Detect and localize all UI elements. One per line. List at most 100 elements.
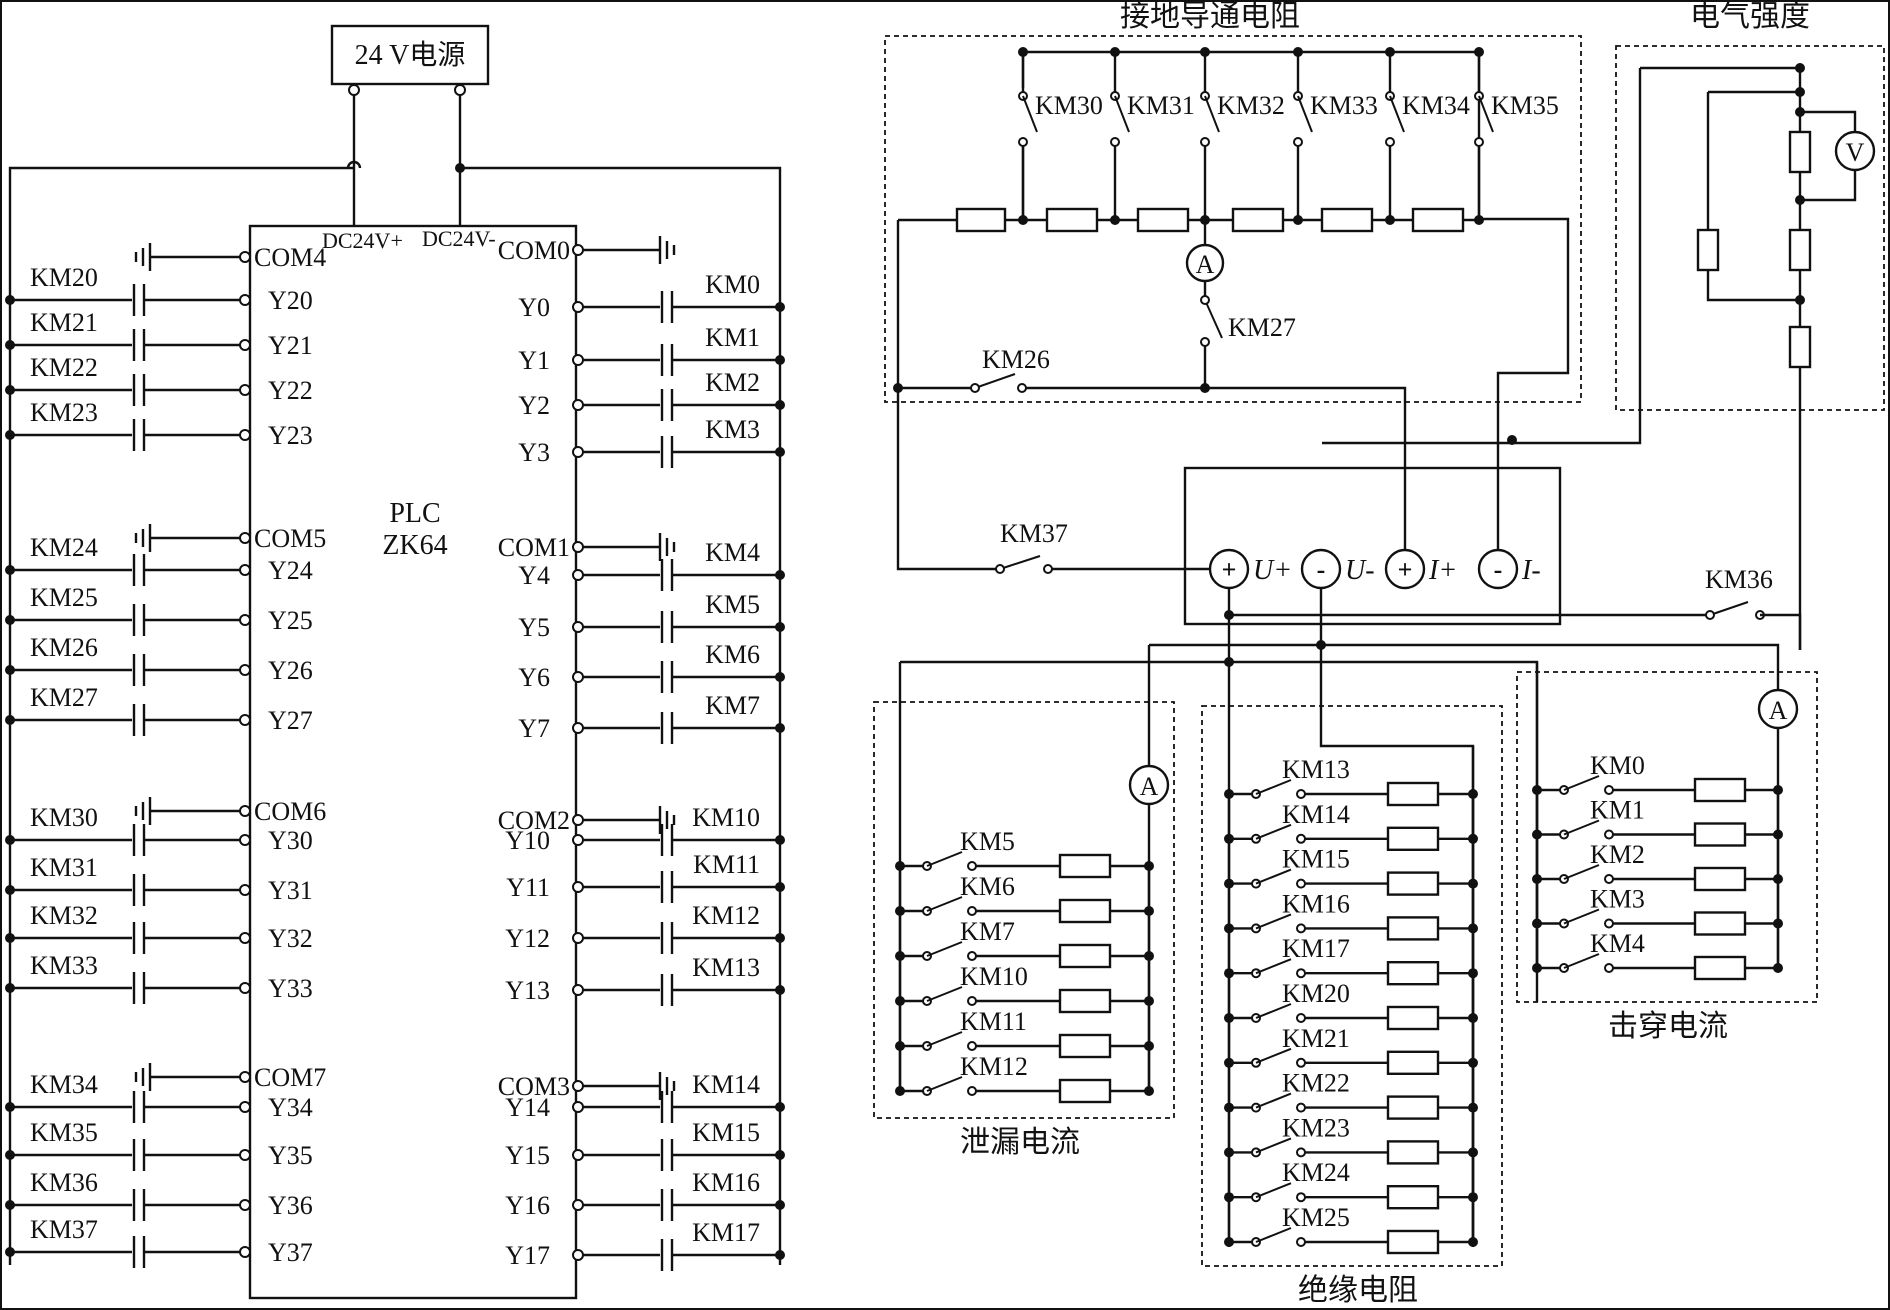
resistor <box>1386 1005 1440 1031</box>
relay-label-km20: KM20 <box>30 263 98 292</box>
terminal-label: I+ <box>1428 555 1457 586</box>
switch-label-km32: KM32 <box>1217 91 1285 120</box>
branch-km7: KM7 <box>895 917 1154 969</box>
branch-km16: KM16 <box>1224 889 1478 941</box>
ground-icon <box>658 806 676 834</box>
relay-label-km36: KM36 <box>30 1168 98 1197</box>
switch-label-km31: KM31 <box>1127 91 1195 120</box>
branch-km13: KM13 <box>1224 755 1478 807</box>
com-label-com6: COM6 <box>254 797 326 826</box>
dielectric-resistor-1 <box>1788 130 1812 174</box>
resistor <box>1386 826 1440 851</box>
relay-label-km6: KM6 <box>705 640 760 669</box>
km37-label: KM37 <box>1000 519 1068 548</box>
km26-label: KM26 <box>982 345 1050 374</box>
dielectric-resistor-2 <box>1788 228 1812 272</box>
relay-label-km34: KM34 <box>30 1070 98 1099</box>
terminal-label: I- <box>1521 555 1541 586</box>
resistor <box>1386 961 1440 986</box>
branch-km6: KM6 <box>895 872 1154 924</box>
branch-km4: KM4 <box>1532 929 1783 981</box>
ground-icon <box>134 797 152 825</box>
switch-label-km6: KM6 <box>960 872 1015 901</box>
port-label-y31: Y31 <box>268 876 313 905</box>
switch-label-km14: KM14 <box>1282 800 1350 829</box>
port-label-y1: Y1 <box>518 346 550 375</box>
com-label-com3: COM3 <box>498 1072 570 1101</box>
power-supply-label: 24 V电源 <box>355 39 466 71</box>
branch-km23: KM23 <box>1224 1113 1478 1165</box>
terminal-i-: -I- <box>1477 548 1541 590</box>
port-label-y33: Y33 <box>268 974 313 1003</box>
resistor <box>1058 988 1112 1014</box>
switch-label-km33: KM33 <box>1310 91 1378 120</box>
relay-label-km2: KM2 <box>705 368 760 397</box>
relay-label-km15: KM15 <box>692 1118 760 1147</box>
resistor <box>1693 955 1747 981</box>
relay-label-km26: KM26 <box>30 633 98 662</box>
branch-km25: KM25 <box>1224 1203 1478 1255</box>
switch-label-km24: KM24 <box>1282 1158 1350 1187</box>
relay-label-km11: KM11 <box>693 850 760 879</box>
km27-label: KM27 <box>1228 313 1296 342</box>
resistor <box>1693 777 1747 803</box>
relay-label-km1: KM1 <box>705 323 760 352</box>
resistor <box>1386 1140 1440 1165</box>
relay-label-km23: KM23 <box>30 398 98 427</box>
branch-km17: KM17 <box>1224 934 1478 986</box>
supply-bus <box>8 160 782 1265</box>
switch-label-km23: KM23 <box>1282 1113 1350 1142</box>
ground-icon <box>134 1063 152 1091</box>
port-label-y6: Y6 <box>518 663 550 692</box>
port-label-y5: Y5 <box>518 613 550 642</box>
com-label-com4: COM4 <box>254 243 326 272</box>
relay-label-km30: KM30 <box>30 803 98 832</box>
resistor <box>1386 1095 1440 1120</box>
dielectric-resistor-3 <box>1788 325 1812 369</box>
com-label-com5: COM5 <box>254 524 326 553</box>
dielectric-resistor-4 <box>1696 228 1720 272</box>
port-label-y11: Y11 <box>506 873 550 902</box>
resistor <box>1693 911 1747 936</box>
port-label-y23: Y23 <box>268 421 313 450</box>
switch-label-km13: KM13 <box>1282 755 1350 784</box>
branch-km22: KM22 <box>1224 1069 1478 1120</box>
relay-label-km33: KM33 <box>30 951 98 980</box>
port-label-y0: Y0 <box>518 293 550 322</box>
switch-label-km15: KM15 <box>1282 845 1350 874</box>
branch-km21: KM21 <box>1224 1024 1478 1076</box>
resistor <box>1386 1184 1440 1210</box>
terminal-sign: - <box>1494 555 1503 584</box>
switch-label-km5: KM5 <box>960 827 1015 856</box>
com-label-com1: COM1 <box>498 533 570 562</box>
terminal-sign: - <box>1317 555 1326 584</box>
terminal-i-: + I+ <box>1384 548 1457 590</box>
terminal-sign: + <box>1398 555 1413 584</box>
port-label-y16: Y16 <box>505 1191 550 1220</box>
switch-label-km7: KM7 <box>960 917 1015 946</box>
relay-label-km17: KM17 <box>692 1218 760 1247</box>
port-label-y7: Y7 <box>518 714 550 743</box>
branch-km12: KM12 <box>895 1052 1154 1104</box>
ground-icon <box>658 1072 676 1100</box>
leakage-current-title: 泄漏电流 <box>960 1126 1080 1159</box>
breakdown-ammeter-label: A <box>1769 696 1788 725</box>
port-label-y2: Y2 <box>518 391 550 420</box>
switch-label-km25: KM25 <box>1282 1203 1350 1232</box>
relay-label-km37: KM37 <box>30 1215 98 1244</box>
switch-label-km30: KM30 <box>1035 91 1103 120</box>
relay-label-km10: KM10 <box>692 803 760 832</box>
relay-label-km21: KM21 <box>30 308 98 337</box>
branch-km3: KM3 <box>1532 885 1783 936</box>
port-label-y13: Y13 <box>505 976 550 1005</box>
ground-resistor-5 <box>1320 207 1374 233</box>
port-label-y36: Y36 <box>268 1191 313 1220</box>
port-label-y4: Y4 <box>518 561 550 590</box>
terminal-sign: + <box>1222 555 1237 584</box>
switch-label-km3: KM3 <box>1590 885 1645 914</box>
port-label-y30: Y30 <box>268 826 313 855</box>
ground-resistor-1 <box>955 207 1007 233</box>
port-label-y35: Y35 <box>268 1141 313 1170</box>
